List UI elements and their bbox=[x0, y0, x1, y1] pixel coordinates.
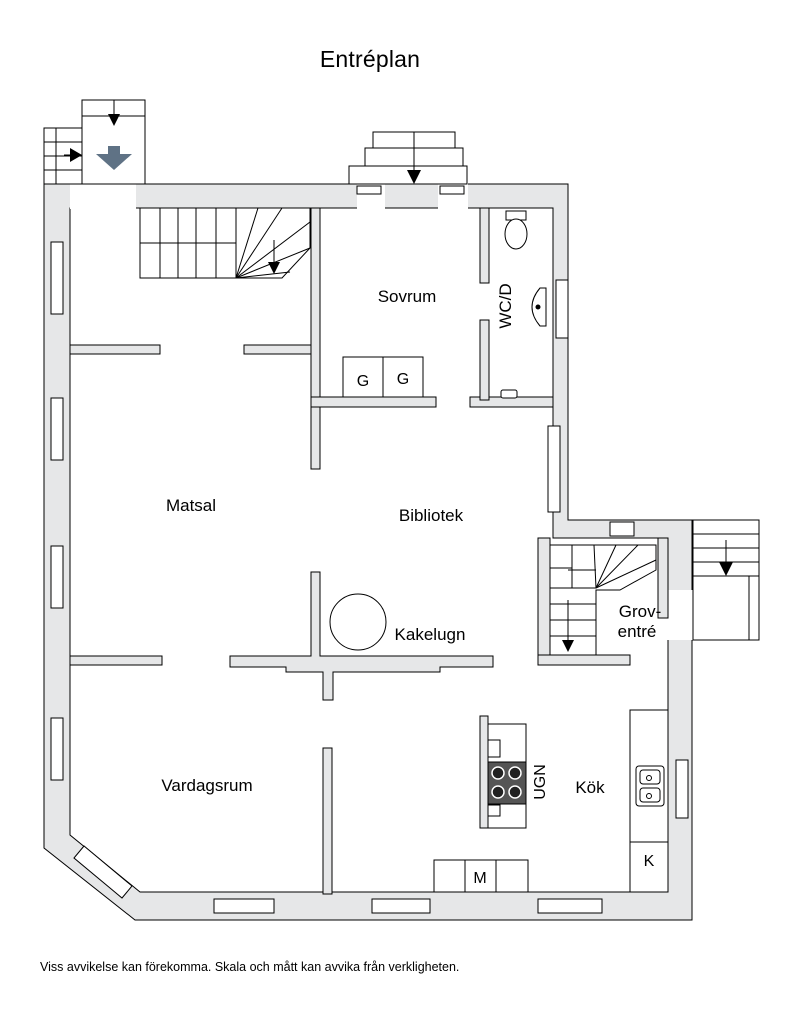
room-label-kok: Kök bbox=[575, 778, 605, 797]
window bbox=[439, 185, 465, 195]
fridge bbox=[629, 841, 669, 893]
window bbox=[50, 717, 64, 781]
wall bbox=[537, 654, 631, 666]
wall bbox=[322, 747, 333, 895]
window bbox=[50, 545, 64, 609]
back-staircase bbox=[549, 544, 657, 656]
room-label-matsal: Matsal bbox=[166, 496, 216, 515]
room-label-vardagsrum: Vardagsrum bbox=[161, 776, 252, 795]
window bbox=[50, 397, 64, 461]
floor-drain-icon bbox=[500, 389, 518, 399]
wall bbox=[310, 396, 437, 408]
window bbox=[537, 898, 603, 914]
stove-label: UGN bbox=[532, 764, 549, 800]
wardrobe bbox=[382, 356, 424, 398]
wall bbox=[479, 319, 490, 401]
wall bbox=[69, 344, 161, 355]
wardrobes bbox=[342, 356, 424, 398]
room-label-grov-line1: Grov- bbox=[619, 602, 662, 621]
toilet-icon bbox=[504, 218, 528, 250]
entrance-steps bbox=[43, 99, 146, 185]
dishwasher-counter bbox=[433, 859, 529, 893]
wall bbox=[479, 715, 489, 829]
room-label-wc: WC/D bbox=[496, 283, 515, 328]
windows bbox=[50, 185, 689, 914]
window bbox=[73, 845, 133, 899]
step bbox=[348, 165, 468, 185]
main-staircase bbox=[139, 207, 311, 279]
window bbox=[609, 521, 635, 537]
wall bbox=[229, 571, 494, 701]
room-label-grov-line2: entré bbox=[618, 622, 657, 641]
main-entrance-icon bbox=[96, 146, 132, 170]
window bbox=[356, 185, 382, 195]
wall bbox=[537, 537, 551, 659]
fridge-label: K bbox=[644, 853, 655, 870]
wardrobe-label: G bbox=[357, 373, 369, 390]
page-title: Entréplan bbox=[319, 46, 421, 72]
wall bbox=[243, 344, 312, 355]
window bbox=[547, 425, 561, 513]
wall bbox=[69, 655, 163, 666]
dishwasher-label: M bbox=[473, 870, 486, 887]
window bbox=[50, 241, 64, 315]
terrace-steps bbox=[348, 131, 468, 185]
wardrobe-label: G bbox=[397, 371, 409, 388]
window bbox=[213, 898, 275, 914]
window bbox=[555, 279, 569, 339]
main-entrance-opening bbox=[70, 183, 136, 209]
arrow bbox=[407, 170, 421, 184]
wall bbox=[657, 537, 669, 619]
back-entrance-opening bbox=[667, 590, 693, 640]
window bbox=[371, 898, 431, 914]
room-label-bibliotek: Bibliotek bbox=[399, 506, 464, 525]
tiled-stove-icon bbox=[329, 593, 387, 651]
kitchen-island bbox=[487, 723, 527, 829]
wall bbox=[310, 207, 321, 401]
wc-fixtures bbox=[500, 210, 547, 399]
wall bbox=[310, 406, 321, 470]
room-label-sovrum: Sovrum bbox=[378, 287, 437, 306]
wall bbox=[479, 207, 490, 284]
room-label-kakelugn: Kakelugn bbox=[395, 625, 466, 644]
entrance-arrows bbox=[64, 100, 132, 170]
window bbox=[675, 759, 689, 819]
kitchen-counter bbox=[629, 709, 669, 893]
back-entrance-steps bbox=[692, 519, 760, 641]
interior-walls bbox=[69, 207, 669, 895]
disclaimer: Viss avvikelse kan förekomma. Skala och … bbox=[40, 960, 460, 974]
